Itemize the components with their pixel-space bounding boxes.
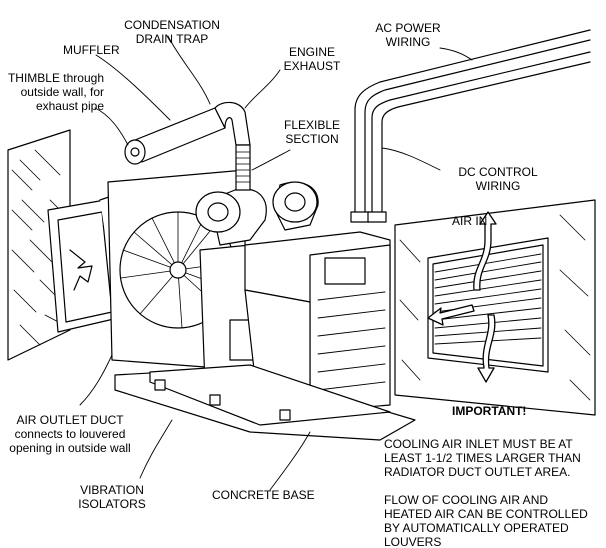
note-line: FLOW OF COOLING AIR AND: [384, 493, 549, 507]
outside-wall-left: [7, 129, 71, 361]
label-line: THIMBLE through: [7, 71, 104, 85]
label-line: outside wall, for: [20, 85, 104, 99]
cooling-air-note: COOLING AIR INLET MUST BE AT LEAST 1-1/2…: [384, 437, 581, 479]
label-important: IMPORTANT!: [452, 404, 527, 418]
label-dc-control-wiring: DC CONTROL WIRING: [448, 165, 548, 193]
label-line: ISOLATORS: [78, 497, 146, 511]
label-thimble: THIMBLE through outside wall, for exhaus…: [0, 71, 104, 113]
label-flexible-section: FLEXIBLE SECTION: [272, 118, 352, 146]
note-line: COOLING AIR INLET MUST BE AT: [384, 437, 573, 451]
label-line: opening in outside wall: [9, 441, 131, 455]
label-line: EXHAUST: [283, 59, 341, 73]
airflow-louvers-note: FLOW OF COOLING AIR AND HEATED AIR CAN B…: [384, 493, 588, 548]
label-vibration-isolators: VIBRATION ISOLATORS: [62, 483, 162, 511]
label-ac-power-wiring: AC POWER WIRING: [368, 21, 448, 49]
note-line: RADIATOR DUCT OUTLET AREA.: [384, 465, 571, 479]
concrete-base: [114, 364, 416, 441]
airflow-arrows: [427, 211, 497, 383]
label-concrete-base: CONCRETE BASE: [212, 488, 315, 502]
label-line: FLEXIBLE: [283, 118, 341, 132]
label-line: DRAIN TRAP: [135, 32, 209, 46]
label-line: connects to louvered: [14, 427, 126, 441]
note-line: BY AUTOMATICALLY OPERATED: [384, 521, 569, 535]
label-line: AIR OUTLET DUCT: [16, 413, 124, 427]
label-muffler: MUFFLER: [63, 43, 120, 57]
note-line: LOUVERS: [384, 535, 442, 548]
label-air-outlet-duct: AIR OUTLET DUCT connects to louvered ope…: [0, 413, 140, 455]
note-line: HEATED AIR CAN BE CONTROLLED: [384, 507, 588, 521]
label-line: SECTION: [285, 132, 339, 146]
label-line: ENGINE: [288, 45, 335, 59]
exhaust-system: [124, 101, 251, 191]
label-line: exhaust pipe: [35, 99, 104, 113]
note-line: LEAST 1-1/2 TIMES LARGER THAN: [384, 451, 581, 465]
label-line: WIRING: [475, 179, 521, 193]
label-engine-exhaust: ENGINE EXHAUST: [272, 45, 352, 73]
wiring-conduits: [350, 29, 591, 223]
label-line: CONDENSATION: [124, 18, 220, 32]
label-air-in: AIR IN: [452, 214, 488, 228]
louvered-air-inlet: [427, 237, 549, 373]
air-filters: [195, 181, 318, 233]
label-line: AC POWER: [375, 21, 441, 35]
label-condensation-drain-trap: CONDENSATION DRAIN TRAP: [112, 18, 232, 46]
leader-lines: [79, 35, 473, 491]
label-line: WIRING: [385, 35, 431, 49]
label-line: DC CONTROL: [458, 165, 538, 179]
label-line: VIBRATION: [80, 483, 144, 497]
